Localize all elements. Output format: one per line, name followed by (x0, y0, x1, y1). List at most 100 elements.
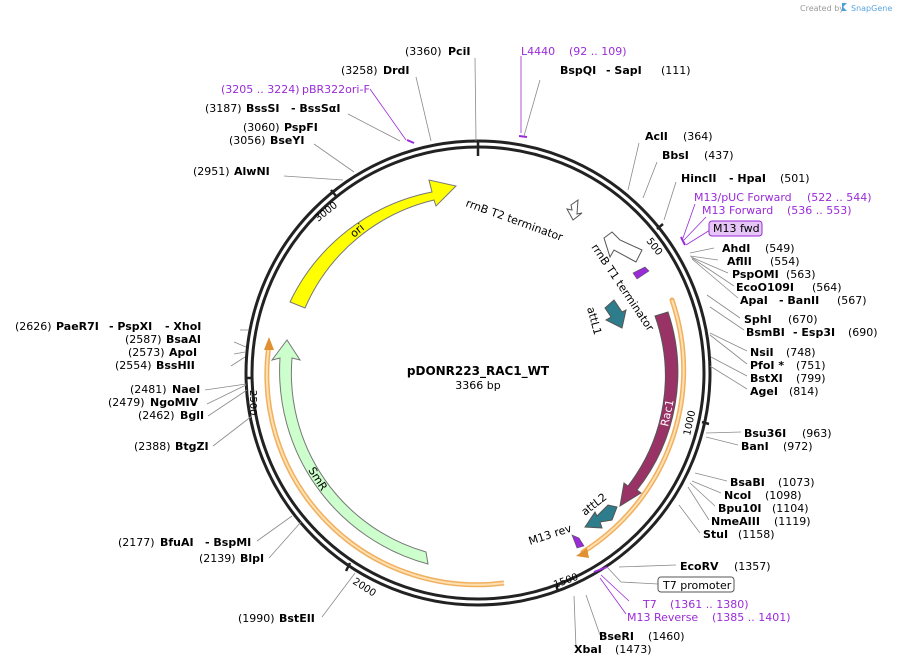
svg-text:(751): (751) (796, 359, 826, 372)
site-bfuai[interactable]: (2177) BfuAI - BspMI (118, 536, 251, 549)
svg-text:BbsI: BbsI (662, 149, 689, 162)
site-alwni[interactable]: (2951) AlwNI (193, 165, 270, 178)
svg-text:AgeI: AgeI (750, 385, 778, 398)
svg-text:(748): (748) (786, 346, 816, 359)
svg-text:(437): (437) (704, 149, 734, 162)
svg-text:M13 Forward: M13 Forward (702, 204, 773, 217)
primer-l4440[interactable]: L4440 (92 .. 109) (521, 45, 627, 58)
rac1-feature-arrow[interactable] (619, 311, 679, 508)
svg-text:M13/pUC Forward: M13/pUC Forward (694, 191, 792, 204)
site-drdi[interactable]: (3258) DrdI (341, 64, 410, 77)
svg-text:BstXI: BstXI (750, 372, 783, 385)
site-acli[interactable]: AclI (364) (645, 130, 713, 143)
svg-text:(2139): (2139) (199, 552, 236, 565)
site-ecoo109i[interactable]: EcoO109I (564) (736, 281, 842, 294)
primer-mark-upper[interactable] (632, 266, 650, 280)
rac1-track-arrowhead (576, 548, 589, 558)
site-bspqi[interactable]: BspQI - SapI (111) (560, 64, 691, 77)
smr-feature-arrow[interactable] (270, 339, 429, 565)
svg-text:(1473): (1473) (615, 643, 652, 656)
site-apoi[interactable]: (2573) ApoI (128, 346, 197, 359)
site-ecorv[interactable]: EcoRV (1357) (680, 560, 771, 573)
site-bsu36i[interactable]: Bsu36I (963) (744, 427, 832, 440)
primer-t7[interactable]: T7 (1361 .. 1380) (642, 598, 749, 611)
site-btgzi[interactable]: (2388) BtgZI (134, 440, 209, 453)
site-naei[interactable]: (2481) NaeI (130, 383, 200, 396)
svg-text:(563): (563) (786, 268, 816, 281)
attl2-feature-arrow[interactable] (584, 504, 618, 529)
primer-m13-forward[interactable]: M13 Forward (536 .. 553) (702, 204, 852, 217)
site-bstxi[interactable]: BstXI (799) (750, 372, 826, 385)
site-sphi[interactable]: SphI (670) (744, 313, 818, 326)
svg-text:M13 fwd: M13 fwd (713, 222, 760, 235)
site-bani[interactable]: BanI (972) (741, 440, 813, 453)
site-pspfi[interactable]: (3060) PspFI (243, 121, 318, 134)
svg-text:BtgZI: BtgZI (175, 440, 209, 453)
svg-text:(364): (364) (683, 130, 713, 143)
site-nmeaiii[interactable]: NmeAIII (1119) (711, 515, 811, 528)
svg-text:BstEII: BstEII (279, 612, 315, 625)
svg-text:- PspXI: - PspXI (109, 320, 152, 333)
rrnb-t1-feature-arrow[interactable] (603, 231, 643, 263)
svg-text:(2587): (2587) (125, 333, 162, 346)
svg-text:(522 .. 544): (522 .. 544) (807, 191, 872, 204)
svg-text:(814): (814) (789, 385, 819, 398)
site-bgli[interactable]: (2462) BglI (138, 409, 204, 422)
svg-text:PfoI *: PfoI * (750, 359, 784, 372)
site-blpi[interactable]: (2139) BlpI (199, 552, 264, 565)
site-bsshii[interactable]: (2554) BssHII (115, 359, 195, 372)
site-pcii[interactable]: (3360) PciI (405, 45, 470, 58)
site-hincii[interactable]: HincII - HpaI (501) (681, 172, 810, 185)
site-ncoi[interactable]: NcoI (1098) (724, 489, 802, 502)
svg-text:1000: 1000 (682, 409, 698, 436)
tick-1000: 1000 (682, 409, 710, 437)
site-pfoi[interactable]: PfoI * (751) (750, 359, 826, 372)
site-bsssi[interactable]: (3187) BssSI - BssSαI (205, 102, 340, 115)
svg-text:(564): (564) (812, 281, 842, 294)
m13-rev-primer-mark[interactable] (571, 534, 585, 549)
site-bsmbi[interactable]: BsmBI - Esp3I (690) (746, 326, 878, 339)
attl1-feature-arrow[interactable] (604, 299, 627, 329)
svg-text:(2626): (2626) (15, 320, 52, 333)
site-ahdi[interactable]: AhdI (549) (722, 242, 795, 255)
rrnb-t2-label: rrnB T2 terminator (464, 197, 565, 244)
site-bpu10i[interactable]: Bpu10I (1104) (718, 502, 809, 515)
pbr322ori-tick (406, 139, 415, 144)
site-bbsi[interactable]: BbsI (437) (662, 149, 734, 162)
primer-pbr322ori-f[interactable]: (3205 .. 3224) pBR322ori-F (221, 83, 370, 96)
svg-text:NgoMIV: NgoMIV (150, 396, 199, 409)
leader-lines (204, 56, 748, 649)
primer-m13-reverse[interactable]: M13 Reverse (1385 .. 1401) (627, 611, 791, 624)
site-stui[interactable]: StuI (1158) (703, 528, 775, 541)
site-bsteii[interactable]: (1990) BstEII (238, 612, 315, 625)
rrnb-t2-feature-arrow[interactable] (566, 198, 583, 221)
svg-text:BsaAI: BsaAI (166, 333, 201, 346)
svg-text:Bpu10I: Bpu10I (718, 502, 762, 515)
primer-m13-puc-forward[interactable]: M13/pUC Forward (522 .. 544) (694, 191, 872, 204)
site-aflii[interactable]: AflII (554) (727, 255, 800, 268)
watermark-brand: SnapGene (851, 4, 892, 13)
svg-text:(3056): (3056) (229, 134, 266, 147)
primer-m13-fwd-box[interactable]: M13 fwd (708, 220, 763, 237)
site-bsaai[interactable]: (2587) BsaAI (125, 333, 201, 346)
svg-text:(2573): (2573) (128, 346, 165, 359)
site-bsabi[interactable]: BsaBI (1073) (730, 476, 815, 489)
l4440-tick (518, 135, 528, 138)
site-paer7i[interactable]: (2626) PaeR7I - PspXI - XhoI (15, 320, 201, 333)
svg-text:(92 .. 109): (92 .. 109) (569, 45, 627, 58)
svg-text:(549): (549) (765, 242, 795, 255)
site-apai[interactable]: ApaI - BanII (567) (740, 294, 867, 307)
site-pspomi[interactable]: PspOMI (563) (732, 268, 816, 281)
site-agei[interactable]: AgeI (814) (750, 385, 819, 398)
svg-text:L4440: L4440 (521, 45, 555, 58)
feature-t7-promoter-box[interactable]: T7 promoter (657, 576, 735, 593)
site-xbai[interactable]: XbaI (1473) (574, 643, 652, 656)
svg-text:(3205 .. 3224): (3205 .. 3224) (221, 83, 300, 96)
site-ngomiv[interactable]: (2479) NgoMIV (108, 396, 199, 409)
site-nsii[interactable]: NsiI (748) (750, 346, 816, 359)
ori-feature-arrow[interactable] (289, 179, 457, 309)
site-bseri[interactable]: BseRI (1460) (599, 630, 685, 643)
site-bseyi[interactable]: (3056) BseYI (229, 134, 304, 147)
svg-text:T7 promoter: T7 promoter (662, 579, 732, 592)
